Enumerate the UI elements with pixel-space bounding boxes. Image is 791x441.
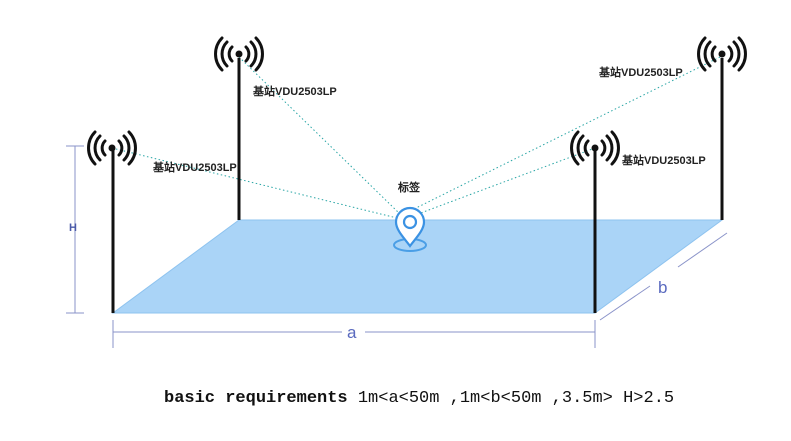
signal-line-3 xyxy=(411,56,721,211)
requirements-text: basic requirements 1m<a<50m ,1m<b<50m ,3… xyxy=(164,389,674,413)
width-dimension xyxy=(112,320,596,348)
depth-dimension xyxy=(599,232,728,321)
station-label-back-right: 基站VDU2503LP xyxy=(598,65,683,79)
antenna-icon xyxy=(214,36,264,72)
requirements-prefix: basic requirements xyxy=(164,389,348,408)
station-label-front-right: 基站VDU2503LP xyxy=(621,153,706,167)
b-label: b xyxy=(658,278,667,297)
signal-line-2 xyxy=(238,56,401,215)
poles xyxy=(111,58,724,313)
requirements-values: 1m<a<50m ,1m<b<50m ,3.5m> H>2.5 xyxy=(347,389,675,408)
tag-label: 标签 xyxy=(397,180,421,194)
location-pin-icon xyxy=(393,206,427,252)
station-label-back-left: 基站VDU2503LP xyxy=(252,84,337,98)
antenna-icon xyxy=(87,130,137,166)
station-label-front-left: 基站VDU2503LP xyxy=(152,160,237,174)
signal-line-1 xyxy=(111,147,398,219)
h-label: H xyxy=(69,222,77,234)
antenna-icon xyxy=(570,130,620,166)
signal-line-4 xyxy=(417,147,596,215)
height-dimension xyxy=(66,145,84,314)
antenna-icon xyxy=(697,36,747,72)
a-label: a xyxy=(347,323,357,342)
signal-lines xyxy=(111,56,721,219)
